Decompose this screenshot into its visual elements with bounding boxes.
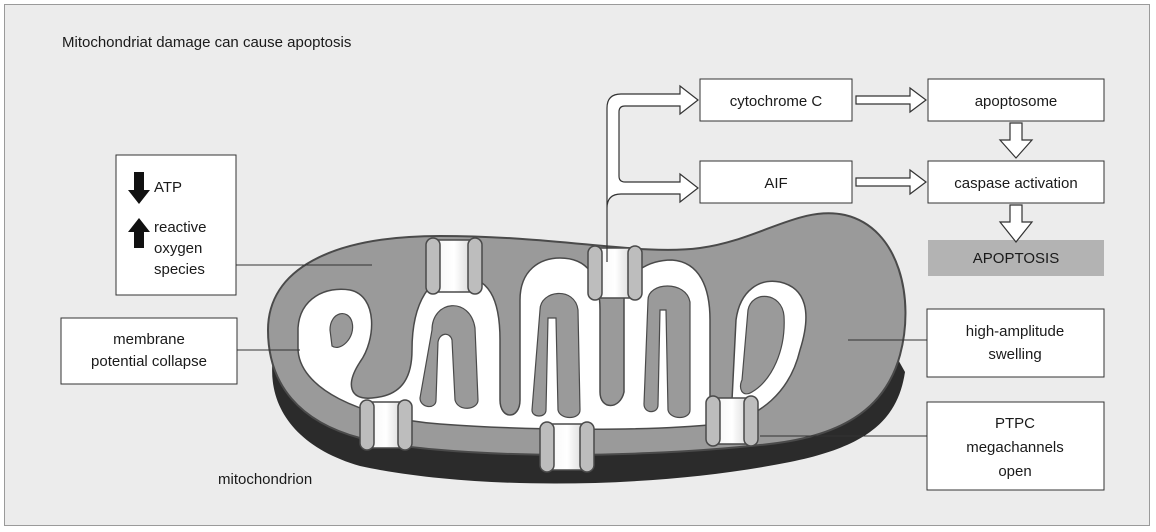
caspase-label: caspase activation — [954, 175, 1077, 192]
ros-label-line2: oxygen — [154, 240, 202, 257]
ptpc-label-line1: PTPC — [995, 415, 1035, 432]
mitochondrion-shape — [268, 213, 905, 483]
ptpc-box: PTPC megachannels open — [927, 402, 1104, 490]
apoptosis-box: APOPTOSIS — [928, 240, 1104, 276]
ptpc-channel — [588, 246, 642, 300]
atp-ros-box: ATP reactive oxygen species — [116, 155, 236, 295]
aif-box: AIF — [700, 161, 852, 203]
mitochondrion-label: mitochondrion — [218, 471, 312, 488]
swelling-box: high-amplitude swelling — [927, 309, 1104, 377]
membrane-label-line1: membrane — [113, 331, 185, 348]
ptpc-channel — [360, 400, 412, 450]
membrane-label-line2: potential collapse — [91, 353, 207, 370]
ptpc-label-line3: open — [998, 463, 1031, 480]
release-arrow-icon — [607, 86, 698, 262]
arrow-right-icon — [856, 88, 926, 112]
cytochrome-box: cytochrome C — [700, 79, 852, 121]
ptpc-channel — [706, 396, 758, 446]
arrow-down-icon — [1000, 205, 1032, 242]
ptpc-label-line2: megachannels — [966, 439, 1064, 456]
ptpc-channel — [426, 238, 482, 294]
apoptosome-label: apoptosome — [975, 93, 1058, 110]
apoptosome-box: apoptosome — [928, 79, 1104, 121]
ptpc-channel — [540, 422, 594, 472]
diagram-title: Mitochondriat damage can cause apoptosis — [62, 34, 351, 51]
swelling-label-line1: high-amplitude — [966, 323, 1064, 340]
atp-label: ATP — [154, 179, 182, 196]
caspase-box: caspase activation — [928, 161, 1104, 203]
cytochrome-label: cytochrome C — [730, 93, 823, 110]
aif-label: AIF — [764, 175, 787, 192]
ros-label-line1: reactive — [154, 219, 207, 236]
arrow-down-icon — [1000, 123, 1032, 158]
swelling-label-line2: swelling — [988, 346, 1041, 363]
arrow-right-icon — [856, 170, 926, 194]
ros-label-line3: species — [154, 261, 205, 278]
membrane-potential-box: membrane potential collapse — [61, 318, 237, 384]
apoptosis-label: APOPTOSIS — [973, 250, 1059, 267]
